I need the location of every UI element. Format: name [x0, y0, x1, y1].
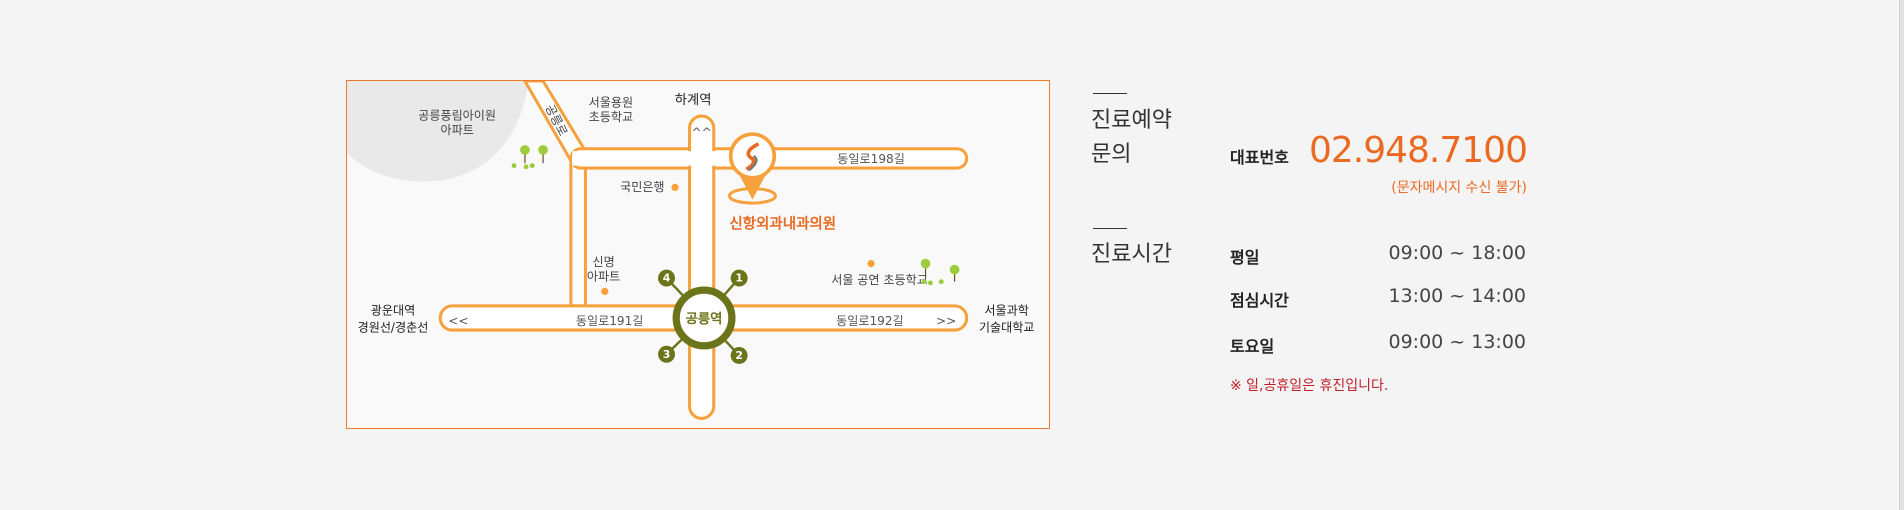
reservation-title: 진료예약 문의 — [1091, 104, 1172, 172]
arrow-left-icon: << — [448, 314, 468, 328]
school2-dot — [867, 259, 875, 268]
divider — [1093, 93, 1127, 94]
reservation-title-line1: 진료예약 — [1091, 108, 1172, 133]
hours-label-weekday: 평일 — [1230, 248, 1260, 267]
location-map: 공릉로 공릉풍림아이원 아파트 서울용원 초등학교 하계역 ^^ 동일로198길… — [346, 80, 1050, 429]
phone-number[interactable]: 02.948.7100 — [1308, 130, 1528, 171]
clinic-pin-icon — [727, 132, 777, 205]
exit-4-marker — [658, 269, 676, 287]
left-dest-label-2: 경원선/경춘선 — [358, 320, 429, 334]
phone-label: 대표번호 — [1230, 148, 1289, 167]
apt1-label-2: 아파트 — [440, 123, 473, 137]
school1-label: 서울용원 — [589, 95, 633, 109]
phone-note: (문자메시지 수신 불가) — [1391, 180, 1527, 196]
hours-title: 진료시간 — [1091, 242, 1172, 267]
hours-time-lunch: 13:00 ~ 14:00 — [1388, 285, 1526, 307]
apt2-label-2: 아파트 — [587, 270, 620, 284]
clinic-label: 신항외과내과의원 — [729, 215, 836, 233]
arrow-up-icon: ^^ — [692, 126, 712, 140]
station-label: 공릉역 — [686, 310, 723, 327]
tree-icon — [511, 145, 960, 286]
exit-3-marker — [658, 345, 676, 363]
exit-2-label: 2 — [735, 349, 743, 362]
apt2-label: 신명 — [592, 255, 614, 269]
hours-time-weekday: 09:00 ~ 18:00 — [1388, 242, 1526, 264]
exit-markers: 1 2 3 4 — [658, 269, 748, 364]
scrollbar[interactable] — [1899, 0, 1904, 510]
school2-label: 서울 공연 초등학교 — [831, 273, 928, 287]
school1-label-2: 초등학교 — [589, 110, 633, 124]
bank-dot — [671, 183, 679, 192]
arrow-right-icon: >> — [936, 314, 956, 328]
exit-1-label: 1 — [735, 272, 743, 285]
reservation-title-line2: 문의 — [1091, 142, 1132, 167]
holiday-note: ※ 일,공휴일은 휴진입니다. — [1230, 378, 1389, 394]
hours-label-lunch: 점심시간 — [1230, 291, 1289, 310]
divider — [1093, 228, 1127, 229]
apt2-dot — [601, 287, 609, 296]
hagye-station-label: 하계역 — [675, 92, 712, 108]
road191-label: 동일로191길 — [576, 314, 644, 328]
right-dest-label-2: 기술대학교 — [979, 320, 1035, 334]
hours-time-saturday: 09:00 ~ 13:00 — [1388, 331, 1526, 353]
exit-4-label: 4 — [663, 272, 671, 285]
hours-label-saturday: 토요일 — [1230, 337, 1275, 356]
exit-1-marker — [730, 269, 748, 287]
apt1-label: 공릉풍림아이원 — [418, 109, 496, 123]
left-dest-label: 광운대역 — [371, 303, 415, 317]
road198-label: 동일로198길 — [837, 152, 905, 166]
bank-label: 국민은행 — [620, 179, 664, 194]
exit-2-marker — [730, 346, 748, 364]
exit-3-label: 3 — [663, 348, 671, 361]
right-dest-label: 서울과학 — [984, 303, 1028, 317]
road192-label: 동일로192길 — [836, 314, 904, 328]
station-marker — [672, 286, 736, 350]
apartment-area — [347, 81, 529, 182]
